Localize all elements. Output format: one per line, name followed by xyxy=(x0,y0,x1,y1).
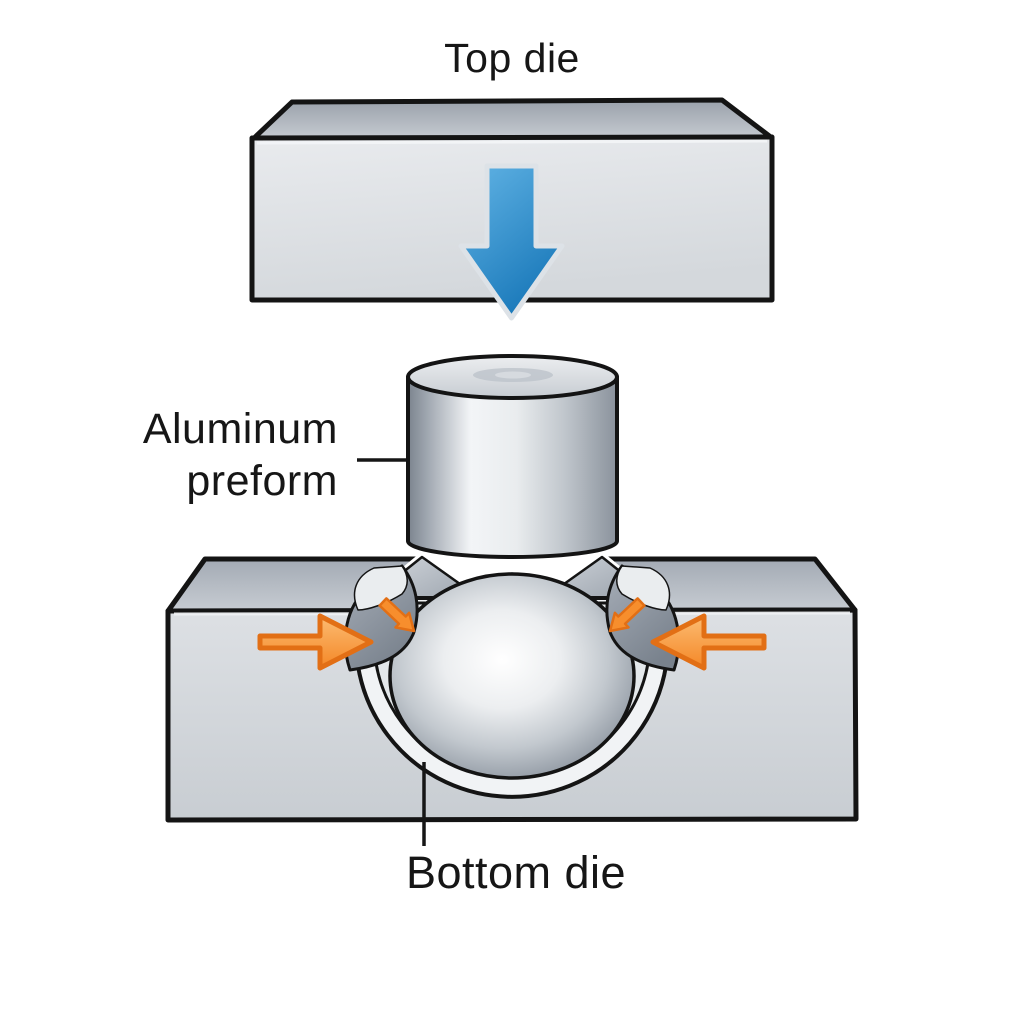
aluminum-preform-cylinder xyxy=(406,354,619,559)
small-flow-arrow-right-icon xyxy=(608,597,646,633)
top-die xyxy=(249,97,775,303)
small-flow-arrow-left-icon xyxy=(378,597,416,633)
bottom-die-label: Bottom die xyxy=(405,847,627,898)
cylinder-body xyxy=(406,375,619,559)
aluminum-preform-label: Aluminum preform xyxy=(143,403,338,507)
workpiece-sphere xyxy=(388,572,636,780)
press-down-arrow-icon xyxy=(458,163,565,321)
flow-arrow-right-icon xyxy=(650,613,767,671)
cylinder-top-shading-core xyxy=(495,371,531,379)
top-die-label: Top die xyxy=(444,35,580,81)
flow-arrow-left-icon xyxy=(257,613,374,671)
bottom-die xyxy=(165,553,859,823)
top-die-top-face xyxy=(249,97,775,143)
top-die-edge-highlight xyxy=(256,139,768,145)
aluminum-preform-label-line2: preform xyxy=(186,457,338,505)
aluminum-preform-label-line1: Aluminum xyxy=(142,405,338,453)
